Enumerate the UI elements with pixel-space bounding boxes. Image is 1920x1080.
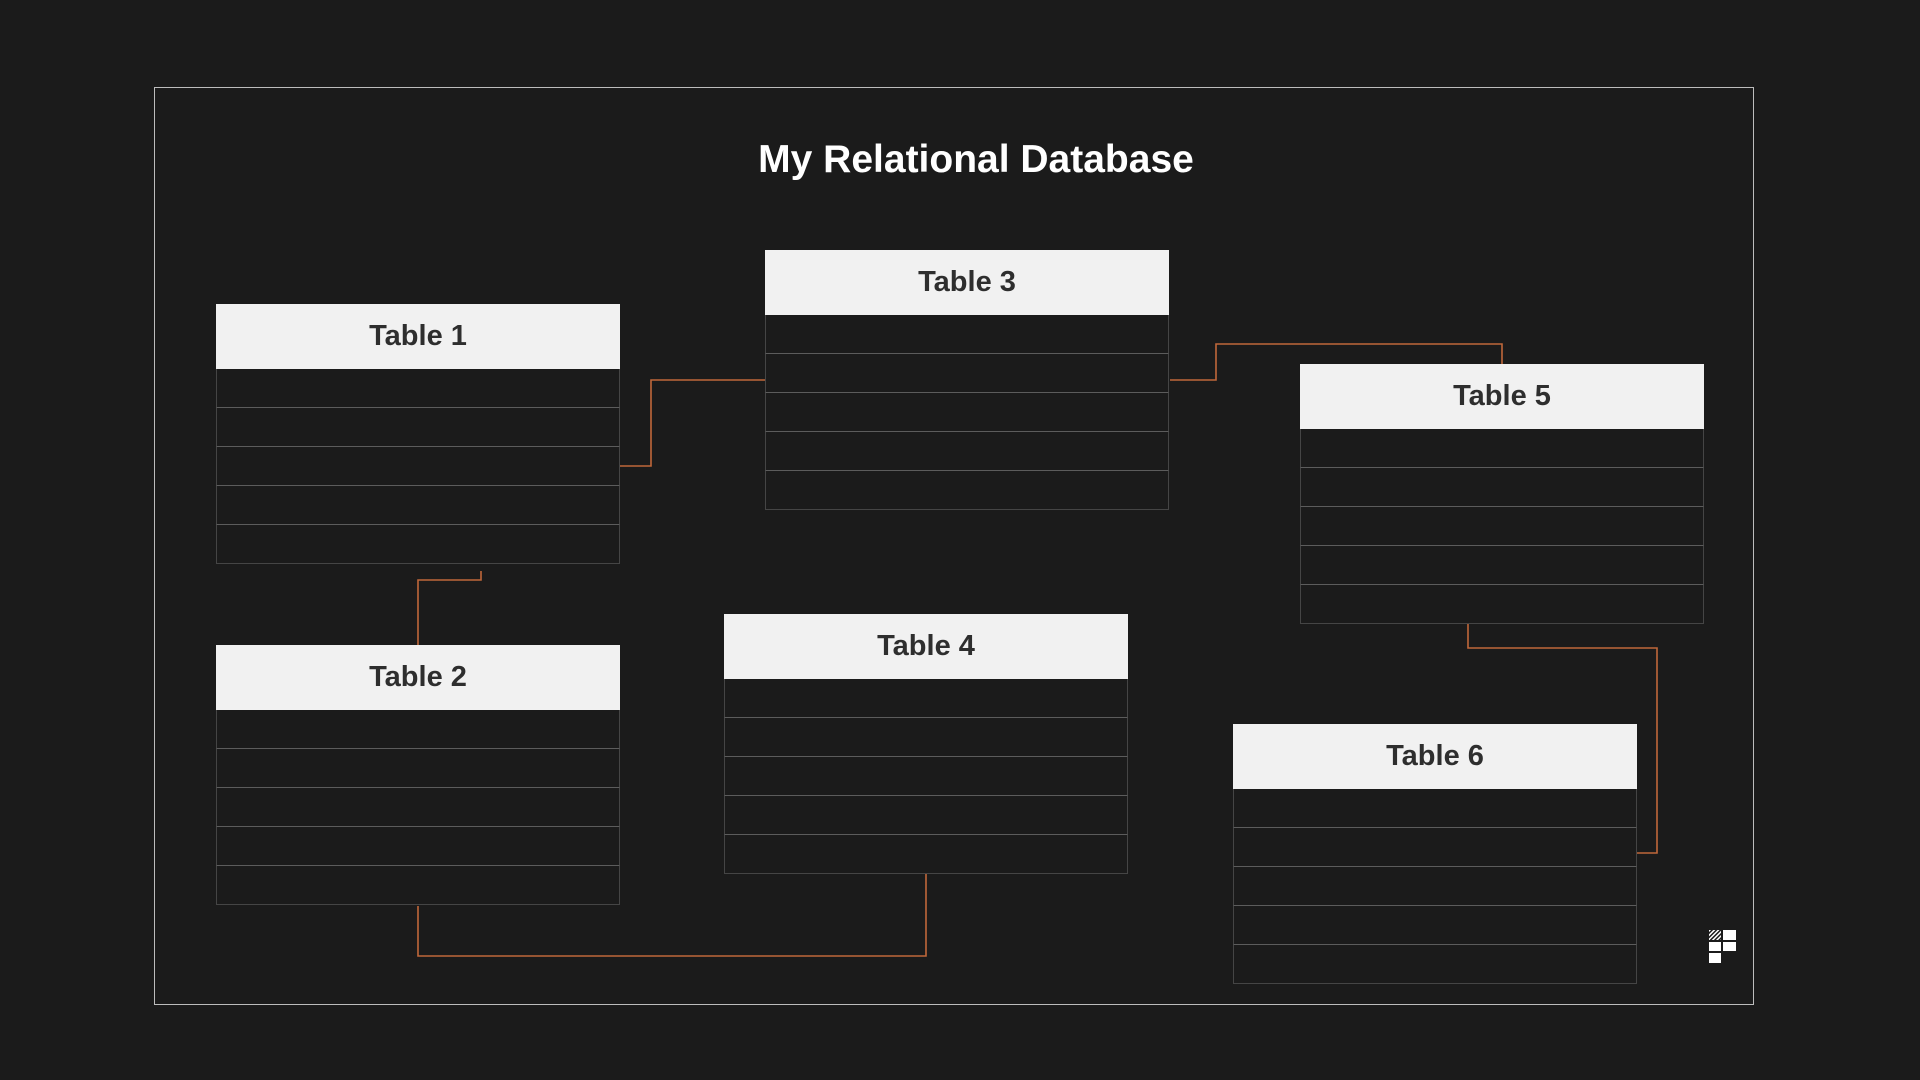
table-row: [216, 486, 620, 525]
table-row: [216, 827, 620, 866]
table-row: [1233, 867, 1637, 906]
table-4-header: Table 4: [724, 614, 1128, 679]
table-row: [1300, 507, 1704, 546]
table-5-header: Table 5: [1300, 364, 1704, 429]
table-row: [765, 315, 1169, 354]
table-row: [1233, 906, 1637, 945]
table-row: [765, 471, 1169, 510]
table-1[interactable]: Table 1: [216, 304, 620, 564]
table-row: [216, 788, 620, 827]
table-row: [724, 718, 1128, 757]
table-row: [216, 447, 620, 486]
table-row: [1300, 468, 1704, 507]
table-3-header: Table 3: [765, 250, 1169, 315]
table-2-header: Table 2: [216, 645, 620, 710]
table-6[interactable]: Table 6: [1233, 724, 1637, 984]
table-row: [724, 679, 1128, 718]
table-row: [216, 749, 620, 788]
table-row: [1233, 828, 1637, 867]
table-row: [724, 757, 1128, 796]
table-row: [765, 393, 1169, 432]
table-row: [765, 432, 1169, 471]
table-row: [216, 525, 620, 564]
table-row: [724, 835, 1128, 874]
table-5[interactable]: Table 5: [1300, 364, 1704, 624]
table-2[interactable]: Table 2: [216, 645, 620, 905]
table-1-header: Table 1: [216, 304, 620, 369]
table-row: [765, 354, 1169, 393]
table-row: [1233, 789, 1637, 828]
table-row: [216, 369, 620, 408]
table-row: [216, 710, 620, 749]
table-row: [216, 408, 620, 447]
diagram-title: My Relational Database: [758, 138, 1194, 181]
table-row: [1300, 546, 1704, 585]
table-row: [1300, 585, 1704, 624]
diagram-frame: [154, 87, 1754, 1005]
table-3[interactable]: Table 3: [765, 250, 1169, 510]
table-6-header: Table 6: [1233, 724, 1637, 789]
table-row: [216, 866, 620, 905]
table-row: [1300, 429, 1704, 468]
table-4[interactable]: Table 4: [724, 614, 1128, 874]
pixel-grid-logo-icon: [1709, 930, 1736, 963]
table-row: [724, 796, 1128, 835]
table-row: [1233, 945, 1637, 984]
